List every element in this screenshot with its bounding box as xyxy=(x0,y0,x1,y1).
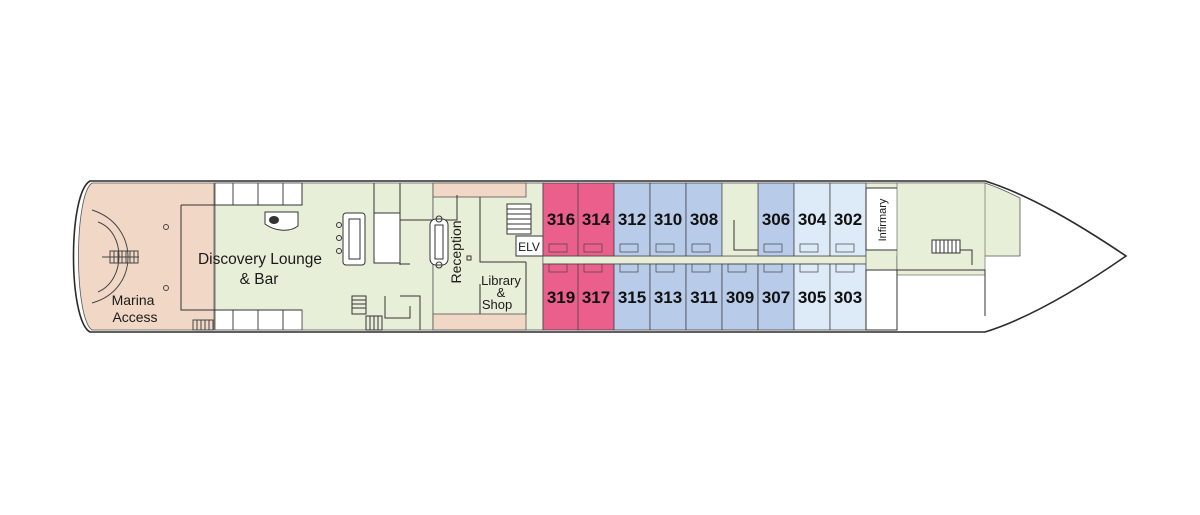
cabin-309[interactable]: 309 xyxy=(721,263,759,331)
cabin-number: 316 xyxy=(547,210,575,229)
lounge-label-line2: & Bar xyxy=(240,271,279,288)
cabin-309-area xyxy=(721,263,759,331)
lounge-wall xyxy=(400,295,421,330)
cabin-bath-icon xyxy=(548,243,568,253)
aft-stair-icon xyxy=(192,319,214,331)
cabin-bath-icon xyxy=(835,243,855,253)
cabin-number: 311 xyxy=(690,288,717,307)
infirmary-label: Infirmary xyxy=(877,198,889,241)
cabin-319[interactable]: 319 xyxy=(542,263,580,331)
cabin-bath-icon xyxy=(691,263,711,273)
cabin-number: 312 xyxy=(618,210,646,229)
corridor xyxy=(542,255,898,265)
cabin-number: 317 xyxy=(582,288,610,307)
cabin-313[interactable]: 313 xyxy=(649,263,687,331)
cabin-311-area xyxy=(685,263,723,331)
forward-lobby xyxy=(896,182,986,276)
cabin-bath-icon xyxy=(799,243,819,253)
cabin-number: 305 xyxy=(798,288,826,307)
cabin-bath-icon xyxy=(583,243,603,253)
post-icon xyxy=(163,285,169,291)
lounge-label-line1: Discovery Lounge xyxy=(198,251,322,268)
cabin-bath-icon xyxy=(619,263,639,273)
service-room xyxy=(373,212,401,264)
reception-band xyxy=(432,313,527,331)
cabin-number: 315 xyxy=(618,288,646,307)
library-label-line3: Shop xyxy=(482,297,512,312)
cabin-303[interactable]: 303 xyxy=(829,263,867,331)
lounge-wall xyxy=(181,183,303,206)
cabin-317-area xyxy=(577,263,615,331)
cabin-304[interactable]: 304 xyxy=(793,182,831,257)
lounge-wall xyxy=(384,296,411,319)
cabin-bath-icon xyxy=(691,243,711,253)
infirmary-room xyxy=(865,187,902,251)
cabin-bath-icon xyxy=(727,263,747,273)
cabin-bath-icon xyxy=(655,263,675,273)
reception-band xyxy=(432,182,527,198)
cabin-number: 306 xyxy=(762,210,790,229)
cabin-bath-icon xyxy=(583,263,603,273)
cabin-bath-icon xyxy=(655,243,675,253)
cabin-306[interactable]: 306 xyxy=(757,182,795,257)
cabin-bath-icon xyxy=(763,243,783,253)
cabin-317[interactable]: 317 xyxy=(577,263,615,331)
piano-icon xyxy=(264,211,299,231)
main-stair-icon xyxy=(506,203,532,235)
lounge-wall xyxy=(180,205,302,311)
cabin-311[interactable]: 311 xyxy=(685,263,723,331)
forward-storage xyxy=(865,269,898,331)
cabin-number: 304 xyxy=(798,210,827,229)
cabin-bath-icon xyxy=(619,243,639,253)
library-label-line1: Library xyxy=(481,273,521,288)
cabin-number: 313 xyxy=(654,288,682,307)
cabin-number: 314 xyxy=(582,210,611,229)
cabin-bath-icon xyxy=(763,263,783,273)
cabins-layer: 316 314 312 310 308 306 304 302 319 317 315 313 311 3… xyxy=(542,182,867,331)
cabin-313-area xyxy=(649,263,687,331)
post-icon xyxy=(163,224,169,230)
marina-label-line2: Access xyxy=(112,309,157,325)
library-label-line2: & xyxy=(497,285,506,300)
cabin-number: 307 xyxy=(762,288,790,307)
marina-stair-icon xyxy=(91,209,139,304)
mid-landing-area xyxy=(721,182,759,257)
cabin-number: 303 xyxy=(834,288,862,307)
cabin-number: 309 xyxy=(726,288,754,307)
cabin-305-area xyxy=(793,263,831,331)
reception-wall xyxy=(400,195,458,221)
cabin-319-area xyxy=(542,263,580,331)
cabin-number: 319 xyxy=(547,288,575,307)
marina-access-area xyxy=(78,182,215,331)
cabin-314[interactable]: 314 xyxy=(577,182,615,257)
cabin-number: 302 xyxy=(834,210,862,229)
elevator-label: ELV xyxy=(518,240,540,254)
forward-stair-icon xyxy=(931,239,961,254)
cabin-316[interactable]: 316 xyxy=(542,182,580,257)
cabin-number: 310 xyxy=(654,210,682,229)
cabin-number: 308 xyxy=(690,210,718,229)
marina-label-line1: Marina xyxy=(112,292,155,308)
lounge-stair-icon xyxy=(351,295,383,331)
cabin-308[interactable]: 308 xyxy=(685,182,723,257)
cabin-302[interactable]: 302 xyxy=(829,182,867,257)
reception-desk-icon xyxy=(429,215,449,269)
cabin-bath-icon xyxy=(799,263,819,273)
cabin-310[interactable]: 310 xyxy=(649,182,687,257)
cabin-305[interactable]: 305 xyxy=(793,263,831,331)
cabin-307[interactable]: 307 xyxy=(757,263,795,331)
cabin-315[interactable]: 315 xyxy=(613,263,651,331)
bar-counter-icon xyxy=(336,212,366,266)
reception-label: Reception xyxy=(448,220,464,283)
cabin-bath-icon xyxy=(548,263,568,273)
cabin-312[interactable]: 312 xyxy=(613,182,651,257)
cabin-bath-icon xyxy=(835,263,855,273)
